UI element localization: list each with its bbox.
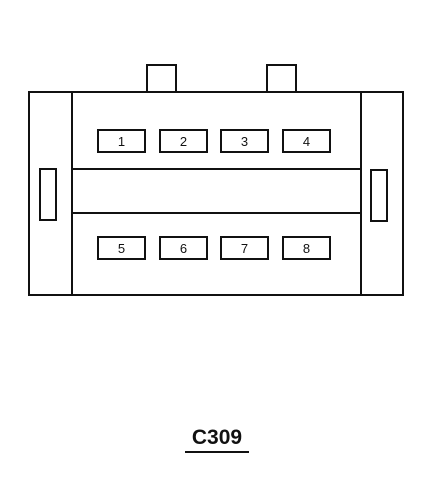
pin-number-6: 6 (180, 241, 187, 256)
side-key-left (39, 168, 57, 221)
side-key-right (370, 169, 388, 222)
connector-title: C309 (192, 426, 242, 449)
latch-left (146, 64, 177, 93)
pin-cavity-2 (159, 129, 208, 153)
pin-cavity-4 (282, 129, 331, 153)
pin-number-5: 5 (118, 241, 125, 256)
pin-number-1: 1 (118, 134, 125, 149)
pin-cavity-8 (282, 236, 331, 260)
latch-right (266, 64, 297, 93)
pin-row-top: 1 2 3 4 (97, 129, 331, 153)
pin-cavity-5 (97, 236, 146, 260)
pin-number-7: 7 (241, 241, 248, 256)
pin-number-4: 4 (303, 134, 310, 149)
pin-cavity-1 (97, 129, 146, 153)
pin-cavity-3 (220, 129, 269, 153)
pin-cavity-7 (220, 236, 269, 260)
pin-row-bottom: 5 6 7 8 (97, 236, 331, 260)
pin-number-3: 3 (241, 134, 248, 149)
pin-number-8: 8 (303, 241, 310, 256)
pin-number-2: 2 (180, 134, 187, 149)
pin-cavity-6 (159, 236, 208, 260)
